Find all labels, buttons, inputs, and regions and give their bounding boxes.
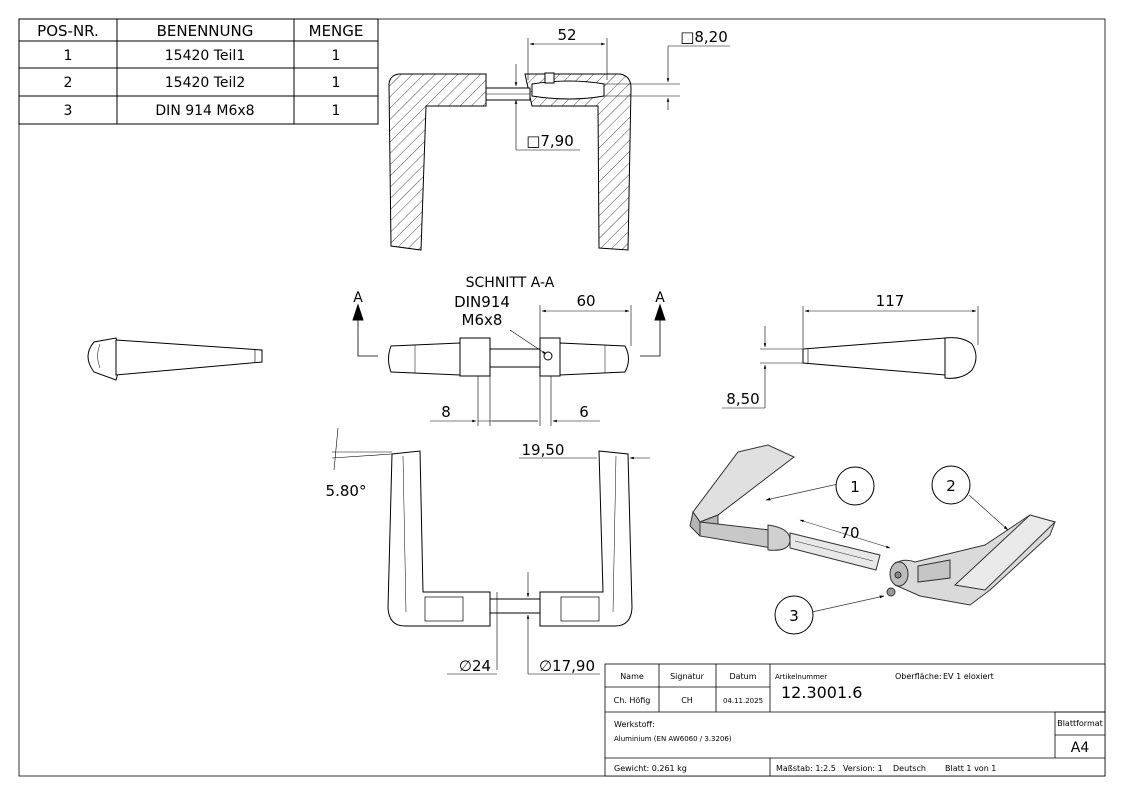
tb-version: Version: 1 <box>843 764 883 773</box>
svg-text:2: 2 <box>946 477 956 495</box>
bom-row-1-qty: 1 <box>332 48 341 64</box>
dim-diameter-17-90: ∅17,90 <box>539 657 595 675</box>
tb-name-value: Ch. Höfig <box>614 696 651 705</box>
bom-header-pos: POS-NR. <box>37 22 99 40</box>
bom-row-2-name: 15420 Teil2 <box>165 75 245 91</box>
sheet-border <box>18 18 1106 777</box>
tb-surface-label: Oberfläche: <box>895 672 942 681</box>
section-marker-right: A <box>655 290 665 306</box>
bom-table: POS-NR. BENENNUNG MENGE 1 15420 Teil1 1 … <box>18 18 379 125</box>
dim-square-8-20: □8,20 <box>680 28 728 46</box>
bom-row-2-pos: 2 <box>64 75 73 91</box>
tb-name-header: Name <box>620 672 644 681</box>
bom-row-2-qty: 1 <box>332 75 341 91</box>
svg-text:1: 1 <box>850 478 860 496</box>
tb-surface-value: EV 1 eloxiert <box>943 672 994 681</box>
front-view <box>352 303 666 426</box>
dim-8-50: 8,50 <box>726 390 759 408</box>
section-view <box>388 38 730 251</box>
dim-70: 70 <box>840 524 859 542</box>
bom-header-name: BENENNUNG <box>157 22 254 40</box>
section-marker-left: A <box>353 290 363 306</box>
balloon-2: 2 <box>931 465 971 505</box>
tb-article-label: Artikelnummer <box>775 673 827 681</box>
dim-52: 52 <box>557 26 576 44</box>
tb-scale: Maßstab: 1:2.5 <box>776 764 836 773</box>
left-side-view <box>87 337 263 381</box>
bom-row-1-pos: 1 <box>64 48 73 64</box>
tb-material-label: Werkstoff: <box>614 720 655 729</box>
svg-text:3: 3 <box>789 607 799 625</box>
screw-callout-line2: M6x8 <box>462 311 503 329</box>
dim-19-50: 19,50 <box>522 441 565 459</box>
dim-6: 6 <box>579 403 589 421</box>
tb-format-value: A4 <box>1071 740 1090 756</box>
screw-callout-line1: DIN914 <box>454 293 510 311</box>
tb-article-value: 12.3001.6 <box>781 683 862 702</box>
tb-signature-header: Signatur <box>670 672 705 681</box>
title-block <box>604 663 1106 777</box>
right-side-view <box>722 306 979 409</box>
bom-row-3-name: DIN 914 M6x8 <box>155 103 254 119</box>
dim-60: 60 <box>576 292 595 310</box>
dim-8: 8 <box>441 403 451 421</box>
dim-angle-5-80: 5.80° <box>326 482 367 500</box>
isometric-view <box>689 444 1056 613</box>
dim-diameter-24: ∅24 <box>459 657 491 675</box>
tb-language: Deutsch <box>893 764 926 773</box>
bom-row-3-qty: 1 <box>332 103 341 119</box>
dim-square-7-90: □7,90 <box>526 132 574 150</box>
top-view <box>331 427 650 675</box>
bom-header-qty: MENGE <box>309 22 364 40</box>
balloon-1: 1 <box>835 466 875 506</box>
tb-date-value: 04.11.2025 <box>723 697 763 705</box>
tb-sheet: Blatt 1 von 1 <box>945 764 996 773</box>
tb-date-header: Datum <box>729 672 756 681</box>
tb-material-value: Aluminium (EN AW6060 / 3.3206) <box>614 735 732 743</box>
balloon-3: 3 <box>774 595 814 635</box>
bom-row-3-pos: 3 <box>64 103 73 119</box>
dim-117: 117 <box>876 292 905 310</box>
tb-signature-value: CH <box>681 696 693 705</box>
tb-format-label: Blattformat <box>1057 719 1103 728</box>
bom-row-1-name: 15420 Teil1 <box>165 48 245 64</box>
section-title: SCHNITT A-A <box>466 275 555 291</box>
tb-weight: Gewicht: 0.261 kg <box>614 764 687 773</box>
